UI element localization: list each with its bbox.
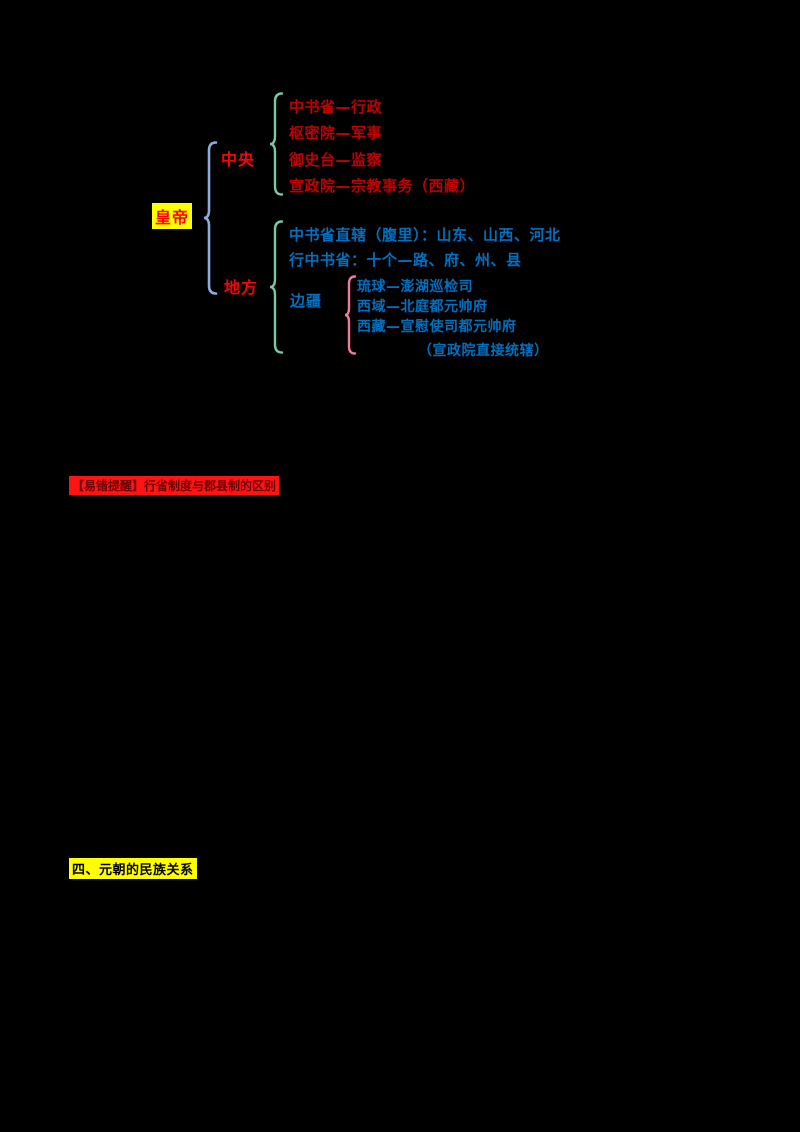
local-label: 地方 xyxy=(224,278,259,297)
frontier-brace xyxy=(344,275,357,355)
central-item-xuanzhengyuan: 宣政院—宗教事务（西藏） xyxy=(289,177,476,195)
frontier-label: 边疆 xyxy=(290,292,323,310)
frontier-item-xizang: 西藏—宣慰使司都元帅府 xyxy=(357,319,517,335)
central-brace xyxy=(269,92,284,196)
local-brace xyxy=(269,220,284,354)
section-title: 四、元朝的民族关系 xyxy=(69,858,197,879)
frontier-note: （宣政院直接统辖） xyxy=(418,343,549,359)
central-item-yushitai: 御史台—监察 xyxy=(289,151,383,169)
emperor-node: 皇帝 xyxy=(152,203,193,229)
central-item-shumiyuan: 枢密院—军事 xyxy=(289,124,383,142)
local-item-fuli: 中书省直辖（腹里）：山东、山西、河北 xyxy=(289,226,561,244)
frontier-item-xiyu: 西域—北庭都元帅府 xyxy=(357,299,488,315)
central-label: 中央 xyxy=(221,150,256,169)
local-item-xingsheng: 行中书省：十个—路、府、州、县 xyxy=(289,251,522,269)
reminder-highlight: 【易错提醒】行省制度与郡县制的区别 xyxy=(69,476,280,495)
emperor-brace xyxy=(203,141,218,295)
frontier-item-liuqiu: 琉球—澎湖巡检司 xyxy=(357,279,473,295)
central-item-zhongshusheng: 中书省—行政 xyxy=(289,98,383,116)
